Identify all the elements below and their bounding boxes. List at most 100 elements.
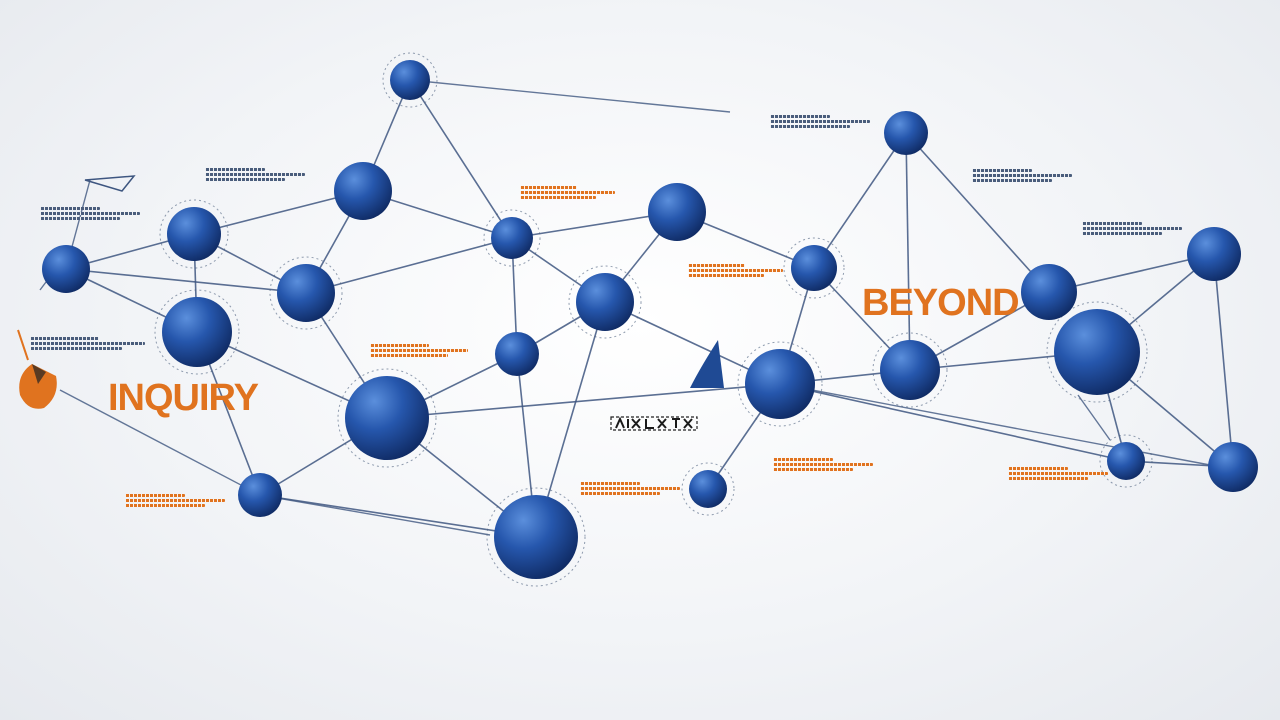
illegible-text-line: [30, 342, 145, 345]
graph-node: [884, 111, 928, 155]
illegible-text-line: [520, 186, 577, 189]
graph-node: [791, 245, 837, 291]
graph-edge: [813, 132, 907, 269]
illegible-text-line: [688, 269, 783, 272]
node-halo: [737, 341, 823, 427]
halos-layer: [154, 52, 1153, 587]
illegible-text-line: [770, 120, 870, 123]
flag-icon: [690, 340, 724, 388]
graph-edge: [409, 79, 731, 113]
illegible-text-line: [205, 173, 305, 176]
illegible-text-line: [40, 212, 140, 215]
illegible-text-line: [1008, 467, 1068, 470]
graph-node: [880, 340, 940, 400]
illegible-text-line: [688, 264, 745, 267]
graph-node: [1187, 227, 1241, 281]
node-halo: [1099, 434, 1153, 488]
illegible-text-line: [972, 179, 1052, 182]
graph-node: [167, 207, 221, 261]
graph-node: [334, 162, 392, 220]
graph-edge: [905, 132, 911, 371]
illegible-text-line: [580, 482, 640, 485]
illegible-text-line: [125, 494, 185, 497]
graph-edge: [386, 383, 781, 419]
illegible-text-line: [1082, 232, 1162, 235]
graph-node: [576, 273, 634, 331]
illegible-text-line: [370, 344, 429, 347]
graph-node: [1054, 309, 1140, 395]
illegible-text-line: [972, 174, 1072, 177]
graph-edge: [59, 389, 261, 496]
graph-node: [345, 376, 429, 460]
graph-edge: [193, 190, 364, 235]
graph-node: [390, 60, 430, 100]
pen-nib-icon: [17, 329, 57, 409]
illegible-text-block: [688, 262, 783, 279]
illegible-text-line: [40, 217, 120, 220]
beyond-label: BEYOND: [862, 282, 1020, 324]
graph-edge: [1077, 394, 1111, 441]
graph-edge: [305, 237, 513, 294]
graph-node: [745, 349, 815, 419]
illegible-text-line: [370, 349, 468, 352]
graph-node: [238, 473, 282, 517]
illegible-text-line: [1008, 472, 1108, 475]
graph-edge: [259, 494, 491, 536]
graph-edge: [1048, 253, 1215, 293]
node-halo: [783, 237, 845, 299]
graph-node: [494, 495, 578, 579]
graph-node: [42, 245, 90, 293]
illegible-text-block: [773, 456, 873, 473]
node-halo: [337, 368, 437, 468]
graph-node: [491, 217, 533, 259]
illegible-text-line: [1082, 222, 1142, 225]
illegible-text-block: [370, 342, 468, 359]
illegible-text-block: [125, 492, 225, 509]
illegible-text-block: [1082, 220, 1182, 237]
illegible-text-line: [773, 468, 853, 471]
illegible-text-line: [30, 347, 122, 350]
node-halo: [568, 265, 642, 339]
illegible-text-block: [30, 335, 145, 352]
illegible-text-line: [125, 499, 225, 502]
node-halo: [486, 487, 586, 587]
illegible-text-block: [205, 166, 305, 183]
illegible-text-block: [520, 184, 615, 201]
illegible-text-block: [972, 167, 1072, 184]
illegible-text-line: [520, 196, 596, 199]
icons-layer: [17, 175, 724, 409]
illegible-text-line: [770, 125, 850, 128]
node-halo: [483, 209, 541, 267]
graph-node: [495, 332, 539, 376]
illegible-text-line: [580, 487, 680, 490]
illegible-text-line: [520, 191, 615, 194]
graph-edge: [259, 494, 537, 538]
illegible-text-line: [580, 492, 660, 495]
graph-node: [277, 264, 335, 322]
illegible-text-line: [773, 458, 833, 461]
illegible-text-line: [773, 463, 873, 466]
node-halo: [872, 332, 948, 408]
graph-node: [648, 183, 706, 241]
graph-edge: [779, 383, 1127, 462]
node-halo: [159, 199, 229, 269]
pointer-arrow-icon: [84, 175, 136, 192]
illegible-text-line: [205, 168, 265, 171]
graph-node: [1208, 442, 1258, 492]
illegible-mark: [610, 416, 698, 431]
node-halo: [681, 462, 735, 516]
illegible-text-line: [370, 354, 449, 357]
node-halo: [154, 289, 240, 375]
graph-node: [689, 470, 727, 508]
illegible-text-line: [688, 274, 764, 277]
graph-edge: [779, 383, 1211, 466]
illegible-text-line: [30, 337, 99, 340]
graph-node: [162, 297, 232, 367]
graph-edge: [1213, 253, 1234, 468]
graph-edge: [65, 268, 307, 294]
illegible-text-line: [40, 207, 100, 210]
illegible-text-block: [770, 113, 870, 130]
illegible-text-line: [125, 504, 205, 507]
